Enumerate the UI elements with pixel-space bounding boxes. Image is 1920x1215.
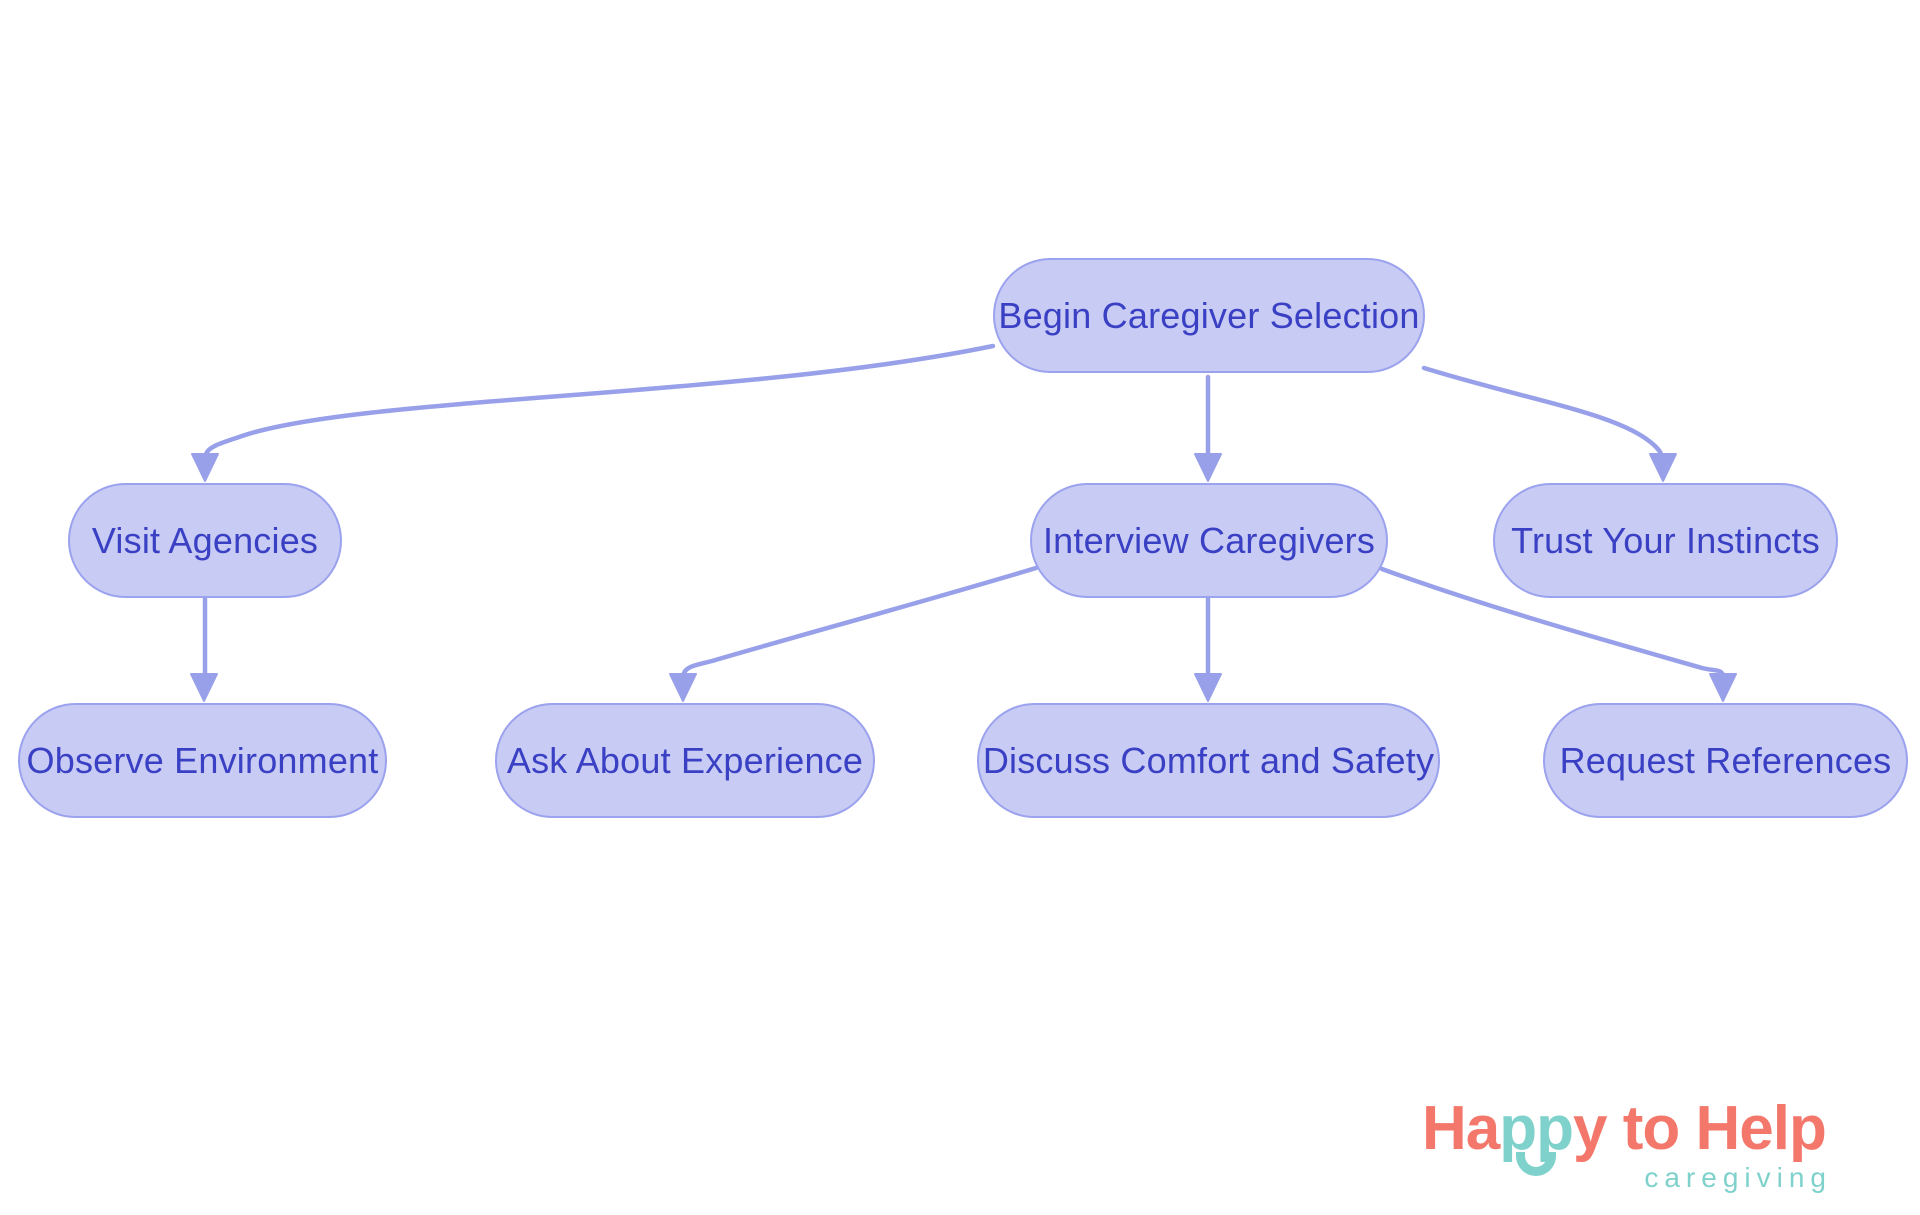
node-discuss-comfort-and-safety: Discuss Comfort and Safety — [977, 703, 1440, 818]
edge-begin-to-visit — [203, 343, 996, 457]
arrowhead-request — [1709, 673, 1737, 702]
node-label: Begin Caregiver Selection — [998, 294, 1420, 336]
arrowhead-interview — [1194, 453, 1222, 482]
arrowhead-visit — [191, 453, 219, 482]
node-label: Ask About Experience — [506, 739, 864, 781]
arrowhead-trust — [1649, 453, 1677, 482]
node-label: Trust Your Instincts — [1511, 519, 1820, 561]
node-observe-environment: Observe Environment — [18, 703, 387, 818]
smile-icon — [1516, 1152, 1557, 1176]
arrowhead-discuss — [1194, 673, 1222, 702]
node-request-references: Request References — [1543, 703, 1908, 818]
node-label: Request References — [1559, 739, 1892, 781]
node-visit-agencies: Visit Agencies — [68, 483, 342, 598]
node-label: Observe Environment — [26, 739, 379, 781]
logo-text-y-to-help: y to Help — [1573, 1094, 1827, 1163]
edge-begin-to-trust — [1421, 365, 1664, 457]
edge-interview-to-ask — [681, 565, 1039, 676]
logo-text-pp: pp — [1499, 1094, 1574, 1163]
logo-tagline: caregiving — [1644, 1162, 1832, 1193]
node-label: Discuss Comfort and Safety — [982, 739, 1435, 781]
node-label: Interview Caregivers — [1042, 519, 1376, 561]
node-trust-your-instincts: Trust Your Instincts — [1493, 483, 1838, 598]
arrowhead-ask — [669, 673, 697, 702]
node-label: Visit Agencies — [91, 519, 319, 561]
logo-text-ha: Ha — [1422, 1094, 1500, 1163]
node-ask-about-experience: Ask About Experience — [495, 703, 875, 818]
node-interview-caregivers: Interview Caregivers — [1030, 483, 1388, 598]
arrowhead-observe — [190, 673, 218, 702]
node-begin-caregiver-selection: Begin Caregiver Selection — [993, 258, 1425, 373]
